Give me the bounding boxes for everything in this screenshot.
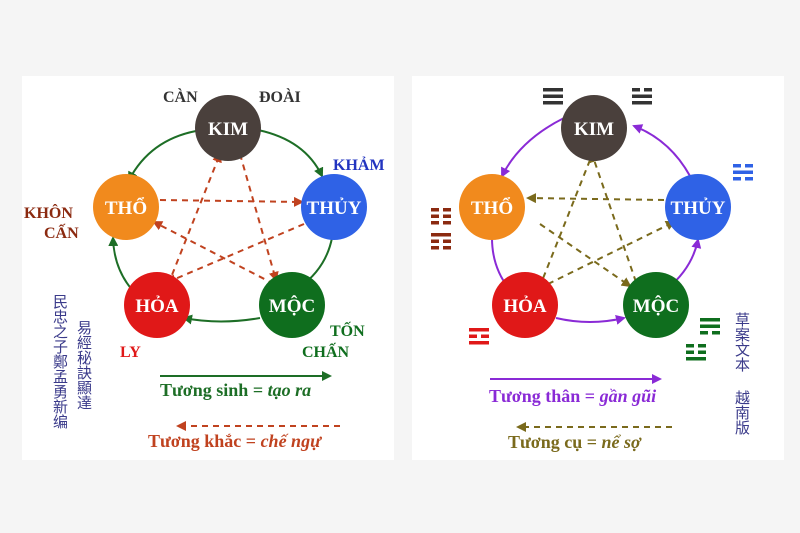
left-vertical-text-1: 民忠之子鄭孟勇新编 [51, 294, 69, 429]
legend-overcome-meaning: chế ngự [261, 431, 323, 451]
legend-approach-term: Tương thân = [489, 386, 600, 406]
label-can2: CẤN [44, 223, 79, 242]
tho-lower-trigram [431, 233, 451, 250]
right-thuy-label: THỦY [671, 197, 726, 219]
right-node-thuy: THỦY [665, 174, 731, 240]
right-vertical-text-2: 越南版 [733, 390, 751, 436]
left-star-overcome [152, 152, 305, 286]
right-trigrams [431, 88, 753, 361]
label-doai: ĐOÀI [259, 87, 301, 106]
thuy-trigram [733, 164, 753, 181]
right-hoa-label: HỎA [503, 295, 547, 317]
legend-overcome: Tương khắc = chế ngự [148, 431, 322, 451]
kim-right-trigram [632, 88, 652, 105]
right-tho-label: THỔ [471, 197, 513, 219]
left-node-tho: THỔ [93, 174, 159, 240]
legend-generate-term: Tương sinh = [160, 380, 268, 400]
right-node-kim: KIM [561, 95, 627, 161]
legend-approach-meaning: gần gũi [599, 386, 657, 406]
legend-fear-meaning: nể sợ [602, 432, 643, 452]
left-node-kim: KIM [195, 95, 261, 161]
legend-generate-meaning: tạo ra [268, 380, 312, 400]
tho-upper-trigram [431, 208, 451, 225]
left-node-hoa: HỎA [124, 272, 190, 338]
kim-left-trigram [543, 88, 563, 105]
left-node-moc: MỘC [259, 272, 325, 338]
left-vertical-text-2: 易經秘訣顯達 [75, 320, 93, 410]
legend-fear-term: Tương cụ = [508, 432, 602, 452]
label-ton: TỐN [330, 320, 365, 340]
legend-approach: Tương thân = gần gũi [489, 386, 656, 406]
legend-fear: Tương cụ = nể sợ [508, 432, 642, 452]
left-tho-label: THỔ [105, 197, 147, 219]
label-chan: CHẤN [302, 342, 350, 361]
left-kim-label: KIM [208, 119, 248, 140]
label-kham: KHẢM [333, 155, 385, 174]
left-node-thuy: THỦY [301, 174, 367, 240]
legend-overcome-term: Tương khắc = [148, 431, 261, 451]
left-moc-label: MỘC [269, 295, 315, 317]
right-kim-label: KIM [574, 119, 614, 140]
hoa-trigram [469, 328, 489, 345]
legend-generate: Tương sinh = tạo ra [160, 380, 311, 400]
label-can: CÀN [163, 87, 198, 106]
right-moc-label: MỘC [633, 295, 679, 317]
label-ly: LY [120, 344, 141, 361]
right-node-tho: THỔ [459, 174, 525, 240]
label-khon: KHÔN [24, 203, 73, 222]
moc-lower-trigram [686, 344, 706, 361]
right-node-hoa: HỎA [492, 272, 558, 338]
left-thuy-label: THỦY [307, 197, 362, 219]
moc-upper-trigram [700, 318, 720, 335]
right-star-fear [526, 152, 676, 288]
right-node-moc: MỘC [623, 272, 689, 338]
left-hoa-label: HỎA [135, 295, 179, 317]
right-vertical-text-1: 草案文本 [733, 312, 751, 372]
